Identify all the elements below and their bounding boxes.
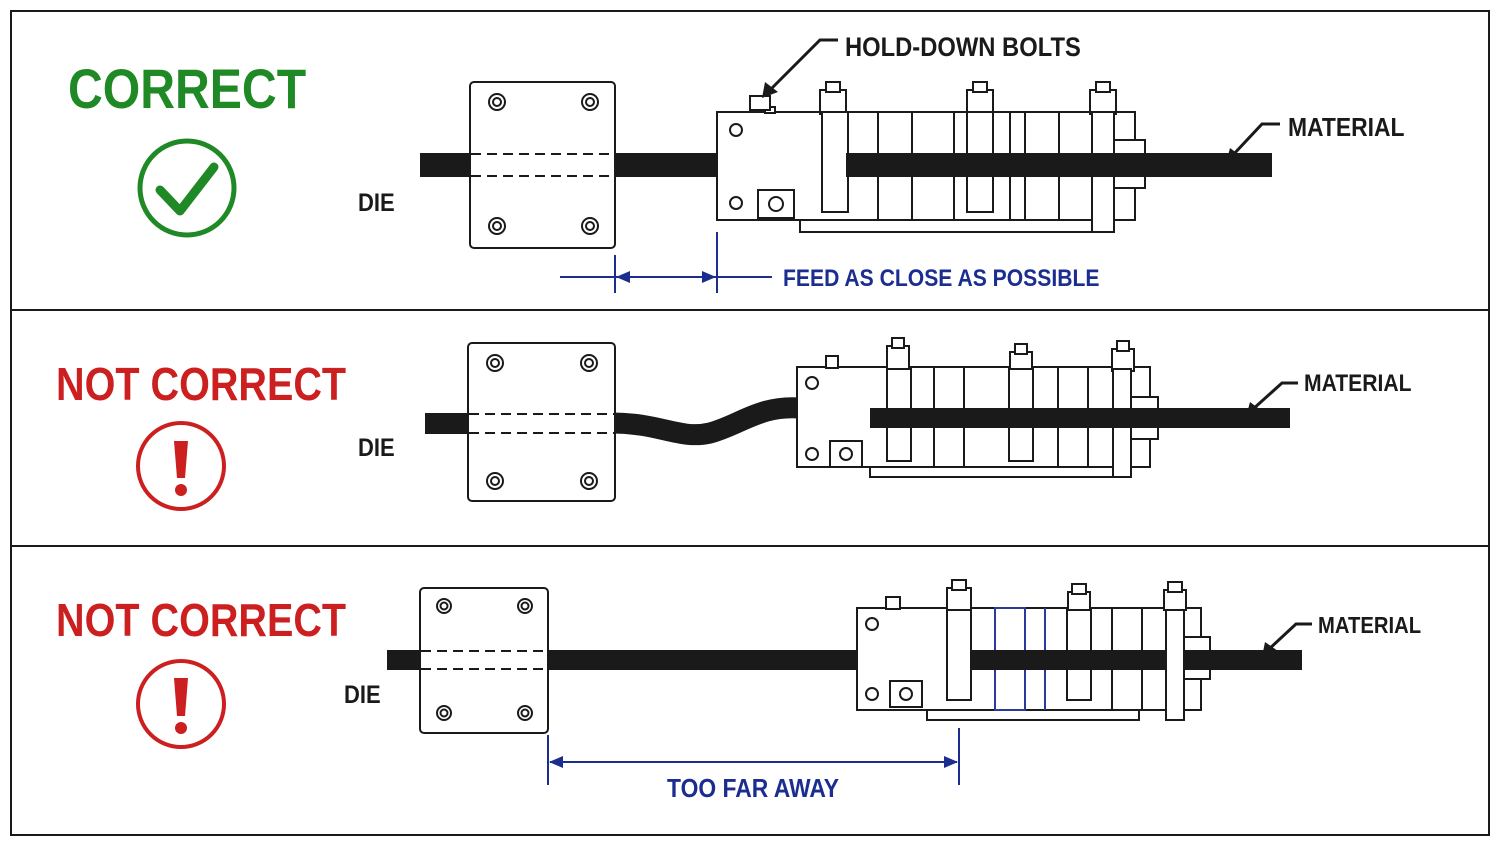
diagram-frame (10, 10, 1490, 836)
die-label: DIE (344, 681, 381, 709)
material-label: MATERIAL (1288, 112, 1405, 142)
status-title: NOT CORRECT (56, 358, 347, 410)
feed-distance-label: FEED AS CLOSE AS POSSIBLE (783, 265, 1100, 292)
material-label: MATERIAL (1318, 612, 1422, 638)
die-block (419, 587, 549, 734)
too-far-label: TOO FAR AWAY (667, 773, 840, 803)
die-block (467, 342, 616, 502)
hold-down-bolts-label: HOLD-DOWN BOLTS (845, 32, 1081, 62)
die-label: DIE (358, 189, 395, 217)
status-title: CORRECT (68, 57, 307, 120)
material-label: MATERIAL (1304, 370, 1412, 397)
panel-divider (10, 545, 1490, 547)
die-block (469, 81, 616, 249)
panel-divider (10, 309, 1490, 311)
die-label: DIE (358, 434, 395, 462)
status-title: NOT CORRECT (56, 594, 347, 646)
